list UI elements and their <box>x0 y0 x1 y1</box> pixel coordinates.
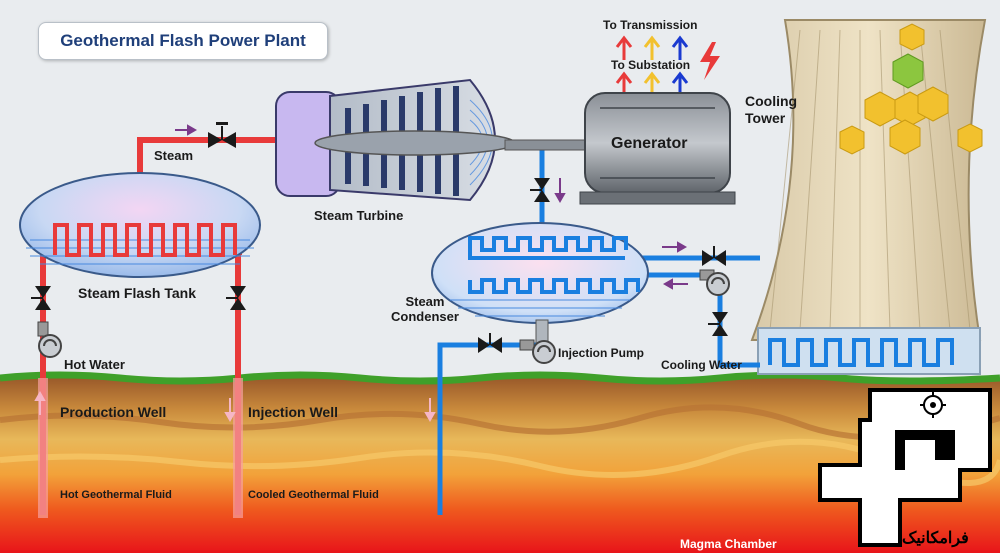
valve-icon <box>208 122 236 148</box>
valve-icon <box>708 312 728 336</box>
pump-icon <box>37 321 62 358</box>
valve-icon <box>31 286 51 310</box>
pump-icon <box>699 269 730 296</box>
label-hot-geothermal-fluid: Hot Geothermal Fluid <box>60 489 172 501</box>
label-steam: Steam <box>154 148 194 163</box>
label-injection-pump: Injection Pump <box>558 346 645 360</box>
brand-logo <box>818 388 992 547</box>
valve-icon <box>530 178 550 202</box>
generator <box>579 92 736 205</box>
label-cooling-tower: Cooling Tower <box>745 93 798 126</box>
pump-icon <box>519 339 556 364</box>
label-steam-condenser: Steam Condenser <box>391 294 459 324</box>
page-title: Geothermal Flash Power Plant <box>60 31 306 50</box>
arrow-up-icon <box>34 390 46 401</box>
steam-flash-tank <box>19 172 261 278</box>
valve-icon <box>702 246 726 266</box>
label-to-transmission: To Transmission <box>603 18 698 32</box>
label-magma-chamber: Magma Chamber <box>680 537 777 551</box>
brand-cubes <box>839 23 983 155</box>
steam-turbine <box>275 78 591 202</box>
well-arrows <box>34 390 436 423</box>
arrow-down-icon <box>224 412 236 423</box>
production-well-casing <box>38 378 48 518</box>
transmission-arrows <box>615 35 689 92</box>
valve-icon <box>226 286 246 310</box>
gear-icon <box>920 392 946 418</box>
steam-condenser <box>431 222 649 347</box>
label-to-substation: To Substation <box>611 58 691 72</box>
label-cooled-geothermal-fluid: Cooled Geothermal Fluid <box>248 489 379 501</box>
valve-icon <box>478 333 502 353</box>
brand-name: فرامکانیک <box>902 530 969 547</box>
label-production-well: Production Well <box>60 404 167 420</box>
injection-well-casing <box>233 378 243 518</box>
label-steam-turbine: Steam Turbine <box>314 208 404 223</box>
label-steam-flash-tank: Steam Flash Tank <box>78 285 197 301</box>
flow-arrows <box>175 124 688 290</box>
title-box: Geothermal Flash Power Plant <box>38 22 328 60</box>
label-cooling-water: Cooling Water <box>661 358 742 372</box>
label-hot-water: Hot Water <box>64 357 125 372</box>
label-generator: Generator <box>611 135 688 152</box>
label-injection-well: Injection Well <box>248 404 338 420</box>
lightning-icon <box>700 42 720 80</box>
cooling-tower <box>750 19 987 375</box>
